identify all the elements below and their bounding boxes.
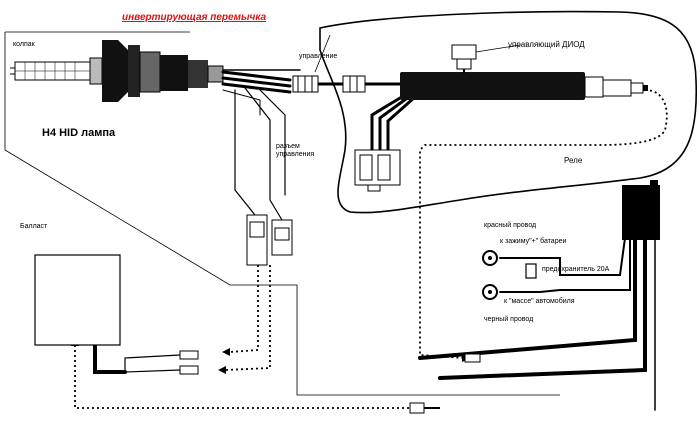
relay bbox=[622, 180, 660, 240]
to-ground-label: к "массе" автомобиля bbox=[504, 298, 575, 305]
frame-lines bbox=[4, 31, 560, 396]
ballast-box bbox=[34, 254, 121, 346]
control-diode-label: управляющий ДИОД bbox=[508, 40, 585, 49]
black-wire-label: черный провод bbox=[484, 316, 534, 323]
control-diode-cable bbox=[400, 44, 648, 100]
h4-plug bbox=[354, 149, 401, 192]
relay-label: Реле bbox=[564, 156, 583, 165]
control-label: управление bbox=[299, 53, 338, 60]
ballast-label: Балласт bbox=[20, 223, 48, 230]
control-connector bbox=[342, 75, 366, 93]
dashed-wires bbox=[74, 89, 668, 409]
lamp-label: H4 HID лампа bbox=[42, 127, 116, 139]
battery-terminals bbox=[482, 250, 537, 300]
wires bbox=[93, 69, 656, 411]
ballast-side-connectors bbox=[246, 214, 293, 266]
control-connector-label: разъем управления bbox=[276, 143, 315, 158]
inverting-bridge-label: инвертирующая перемычка bbox=[122, 12, 267, 23]
cap-label: колпак bbox=[13, 41, 35, 48]
fuse-label: предохранитель 20А bbox=[542, 266, 610, 273]
to-battery-label: к зажиму"+" батареи bbox=[500, 238, 567, 245]
highlight-outline bbox=[319, 10, 698, 214]
inverting-bridge-connector bbox=[292, 34, 331, 93]
h4-hid-lamp bbox=[10, 40, 224, 102]
red-wire-label: красный провод bbox=[484, 222, 537, 229]
wire-plugs bbox=[179, 350, 481, 414]
